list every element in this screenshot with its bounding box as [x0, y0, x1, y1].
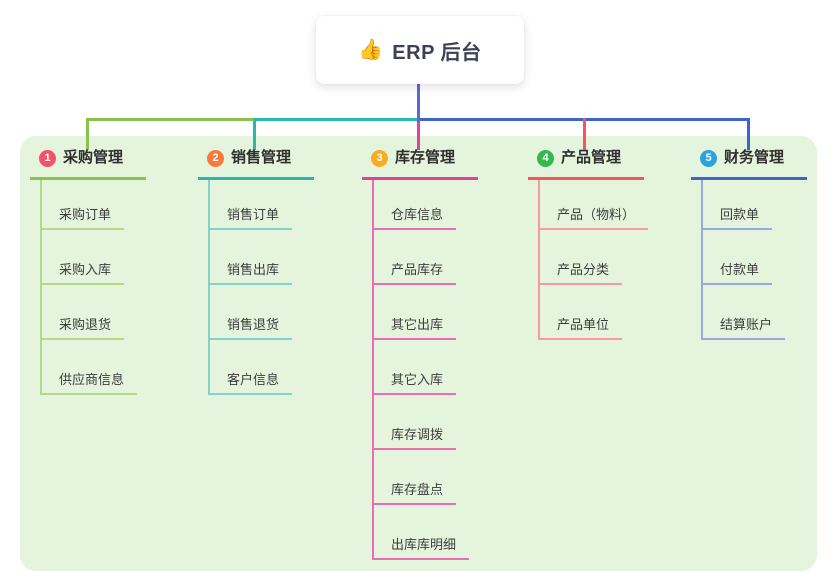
child-node-label: 结算账户: [720, 317, 773, 332]
child-node[interactable]: 库存盘点: [374, 450, 457, 505]
connector-line: [253, 118, 420, 121]
child-node-label: 仓库信息: [391, 207, 444, 222]
child-node[interactable]: 产品库存: [374, 230, 457, 285]
child-node-label: 产品单位: [557, 317, 610, 332]
branch-children: 产品（物料） 产品分类产品单位: [538, 180, 649, 340]
branch-number-badge: 2: [207, 149, 224, 167]
child-node[interactable]: 客户信息: [210, 340, 293, 395]
child-node-label: 采购入库: [59, 262, 112, 277]
connector-line: [253, 118, 256, 150]
branch-column-4: 4 产品管理产品（物料） 产品分类产品单位: [528, 147, 649, 340]
child-node[interactable]: 产品单位: [540, 285, 623, 340]
child-node[interactable]: 付款单: [703, 230, 773, 285]
child-node[interactable]: 产品分类: [540, 230, 623, 285]
canvas-panel: [20, 136, 817, 571]
child-node[interactable]: 采购订单: [42, 180, 125, 230]
branch-column-1: 1 采购管理采购订单采购入库采购退货供应商信息: [30, 147, 146, 395]
branch-node-2[interactable]: 2 销售管理: [198, 147, 314, 180]
child-node-label: 客户信息: [227, 372, 280, 387]
branch-label: 销售管理: [231, 149, 292, 166]
branch-label: 库存管理: [395, 149, 456, 166]
child-node-label: 销售订单: [227, 207, 280, 222]
branch-column-2: 2 销售管理销售订单销售出库销售退货客户信息: [198, 147, 314, 395]
child-node-label: 其它入库: [391, 372, 444, 387]
branch-number-badge: 3: [371, 149, 388, 167]
child-node[interactable]: 其它入库: [374, 340, 457, 395]
branch-number-badge: 1: [39, 149, 56, 167]
connector-line: [417, 121, 420, 150]
branch-label: 产品管理: [561, 149, 622, 166]
root-node-erp[interactable]: 👍 ERP 后台: [316, 16, 524, 84]
child-node[interactable]: 产品（物料）: [540, 180, 649, 230]
connector-line: [583, 118, 586, 150]
child-node-label: 付款单: [720, 262, 760, 277]
thumbs-up-icon: 👍: [358, 39, 384, 61]
child-node-label: 回款单: [720, 207, 760, 222]
branch-node-5[interactable]: 5 财务管理: [691, 147, 807, 180]
branch-label: 采购管理: [63, 149, 124, 166]
branch-node-3[interactable]: 3 库存管理: [362, 147, 478, 180]
branch-children: 采购订单采购入库采购退货供应商信息: [40, 180, 146, 395]
connector-line: [86, 118, 89, 150]
connector-line: [417, 84, 420, 122]
child-node-label: 产品（物料）: [557, 207, 636, 222]
branch-number-badge: 4: [537, 149, 554, 167]
branch-column-3: 3 库存管理仓库信息产品库存其它出库其它入库库存调拨库存盘点出库库明细: [362, 147, 478, 560]
connector-line: [747, 118, 750, 150]
child-node-label: 出库库明细: [391, 537, 457, 552]
root-node-label: ERP 后台: [392, 41, 482, 64]
child-node[interactable]: 结算账户: [703, 285, 786, 340]
branch-children: 销售订单销售出库销售退货客户信息: [208, 180, 314, 395]
branch-children: 仓库信息产品库存其它出库其它入库库存调拨库存盘点出库库明细: [372, 180, 478, 560]
branch-children: 回款单付款单结算账户: [701, 180, 807, 340]
branch-node-1[interactable]: 1 采购管理: [30, 147, 146, 180]
child-node[interactable]: 采购入库: [42, 230, 125, 285]
child-node-label: 采购订单: [59, 207, 112, 222]
child-node-label: 产品库存: [391, 262, 444, 277]
child-node[interactable]: 销售订单: [210, 180, 293, 230]
child-node-label: 供应商信息: [59, 372, 125, 387]
branch-column-5: 5 财务管理回款单付款单结算账户: [691, 147, 807, 340]
child-node-label: 采购退货: [59, 317, 112, 332]
child-node[interactable]: 销售退货: [210, 285, 293, 340]
child-node[interactable]: 其它出库: [374, 285, 457, 340]
child-node-label: 产品分类: [557, 262, 610, 277]
child-node[interactable]: 回款单: [703, 180, 773, 230]
branch-label: 财务管理: [724, 149, 785, 166]
child-node[interactable]: 出库库明细: [374, 505, 470, 560]
branch-node-4[interactable]: 4 产品管理: [528, 147, 644, 180]
child-node[interactable]: 采购退货: [42, 285, 125, 340]
child-node[interactable]: 销售出库: [210, 230, 293, 285]
child-node[interactable]: 供应商信息: [42, 340, 138, 395]
child-node-label: 库存盘点: [391, 482, 444, 497]
child-node-label: 销售出库: [227, 262, 280, 277]
child-node-label: 销售退货: [227, 317, 280, 332]
child-node[interactable]: 仓库信息: [374, 180, 457, 230]
child-node-label: 其它出库: [391, 317, 444, 332]
child-node[interactable]: 库存调拨: [374, 395, 457, 450]
branch-number-badge: 5: [700, 149, 717, 167]
child-node-label: 库存调拨: [391, 427, 444, 442]
